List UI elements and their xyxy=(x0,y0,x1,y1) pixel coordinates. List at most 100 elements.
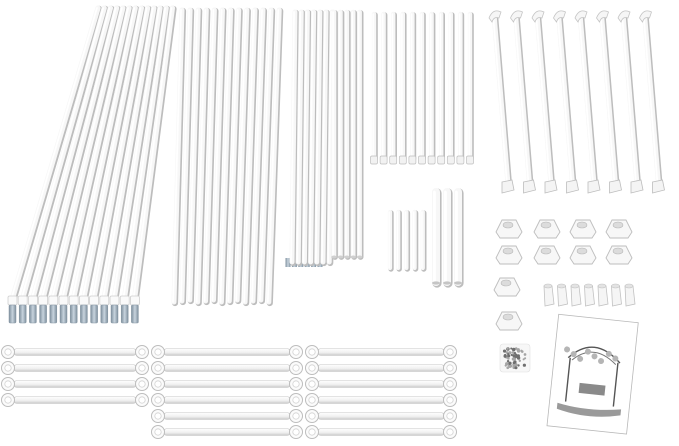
foliage xyxy=(584,348,591,355)
pole-end xyxy=(443,281,451,285)
foliage xyxy=(577,355,584,362)
straight-pole xyxy=(266,7,284,307)
long-pole xyxy=(90,5,152,305)
screw xyxy=(524,357,527,360)
screw xyxy=(508,361,512,366)
three-way-connector xyxy=(569,245,597,265)
pole-end xyxy=(350,255,357,259)
straight-pole xyxy=(203,7,219,306)
arch-pole xyxy=(534,11,556,189)
crossbar-rail xyxy=(151,393,303,407)
elbow-fitting xyxy=(510,10,523,23)
foliage xyxy=(570,351,577,358)
crossbar-rail xyxy=(1,345,149,359)
elbow-fitting xyxy=(553,10,566,23)
three-way-connector xyxy=(495,219,523,239)
pole-end xyxy=(331,255,337,259)
short-pole xyxy=(448,11,455,162)
long-threaded-poles xyxy=(7,5,177,324)
medium-pole xyxy=(350,9,358,260)
arch-pole xyxy=(620,11,642,189)
screw xyxy=(518,359,521,362)
crossbar-rail xyxy=(151,345,303,359)
three-way-connector xyxy=(495,311,523,331)
screw xyxy=(517,364,520,367)
short-pole xyxy=(410,11,417,162)
crossbar-rail xyxy=(1,377,149,391)
pole-end xyxy=(432,281,440,285)
screw xyxy=(516,349,521,353)
threaded-end xyxy=(131,304,139,324)
long-pole xyxy=(80,5,146,305)
pole-collar xyxy=(68,295,79,306)
small-pipe-piece xyxy=(543,285,555,307)
straight-pole xyxy=(234,7,251,305)
short-pole xyxy=(429,11,436,162)
medium-pole xyxy=(357,9,364,260)
gazebo-sketch xyxy=(556,346,622,417)
screw xyxy=(509,364,513,368)
pole-end xyxy=(454,281,462,285)
thick-pole xyxy=(432,188,442,288)
pole-end xyxy=(356,255,363,259)
pole-cap xyxy=(418,155,426,165)
bench xyxy=(578,382,606,396)
elbow-fitting xyxy=(574,10,588,23)
short-pole xyxy=(467,11,474,162)
foliage xyxy=(605,350,612,357)
arch-pole xyxy=(491,11,513,189)
elbow-fitting xyxy=(617,10,631,23)
arch-pole xyxy=(577,11,599,189)
pole-cap xyxy=(427,155,436,165)
pipe-opening xyxy=(597,283,607,289)
pole-end xyxy=(344,255,350,259)
instruction-manual xyxy=(546,313,639,435)
long-pole xyxy=(101,5,159,305)
pole-cap xyxy=(437,155,446,165)
long-pole xyxy=(39,5,121,305)
screw xyxy=(508,351,512,355)
thick-pole xyxy=(443,188,453,288)
pole-collar xyxy=(17,295,28,306)
three-way-connector xyxy=(493,277,521,297)
pole-collar xyxy=(27,295,38,306)
crossbar-rail xyxy=(151,409,303,423)
straight-pole xyxy=(218,7,235,307)
crossbar-rail xyxy=(305,425,457,439)
threaded-end xyxy=(49,304,58,324)
pole-collar xyxy=(89,295,99,306)
arch-pole xyxy=(556,11,577,189)
crossbar-rail xyxy=(1,393,149,407)
short-pole xyxy=(371,11,378,162)
pole-cap xyxy=(389,155,398,165)
crossbar-rail xyxy=(305,393,457,407)
ground-shadow xyxy=(556,402,622,417)
pole-cap xyxy=(456,155,465,165)
short-pole xyxy=(419,11,426,162)
straight-pole xyxy=(211,7,227,305)
straight-pole xyxy=(258,7,276,305)
threaded-end xyxy=(18,304,27,324)
long-pole xyxy=(111,5,165,305)
threaded-end xyxy=(110,304,119,324)
pole-cap xyxy=(370,155,378,165)
short-poles-with-caps xyxy=(370,11,474,288)
threaded-end xyxy=(120,304,129,324)
pole-collar xyxy=(58,295,69,306)
pole-cap xyxy=(379,155,388,165)
long-straight-poles xyxy=(171,7,323,307)
pipe-opening xyxy=(584,283,593,289)
straight-pole xyxy=(187,7,203,305)
screw xyxy=(504,364,507,367)
crossbar-rail xyxy=(305,377,457,391)
pole-collar xyxy=(99,295,110,306)
crossbar-rails xyxy=(1,345,457,439)
threaded-end xyxy=(59,304,68,324)
three-way-connector xyxy=(495,245,523,265)
screw xyxy=(514,362,518,367)
corner-connectors xyxy=(493,219,633,331)
three-way-connector xyxy=(605,245,633,265)
three-way-connector xyxy=(569,219,597,239)
medium-pole xyxy=(314,9,324,267)
